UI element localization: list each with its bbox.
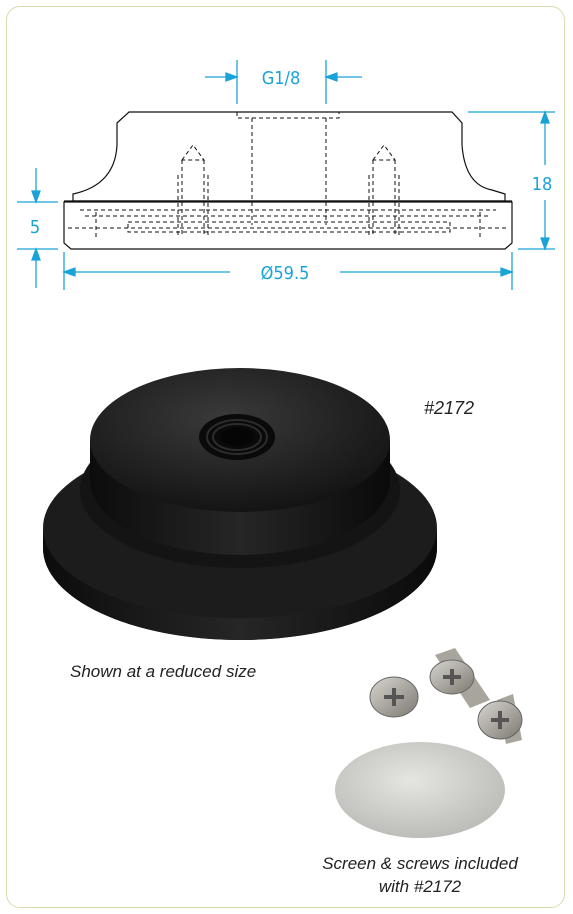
diameter-dimension-label: Ø59.5 [261,263,310,284]
screws [369,648,523,744]
height-dimension-label: 18 [532,174,553,195]
size-note: Shown at a reduced size [70,662,257,681]
thread-dimension-label: G1/8 [262,68,301,89]
mesh-screen [335,742,505,838]
part-number-label: #2172 [424,398,475,418]
hidden-lines [68,112,508,240]
base-height-dimension-label: 5 [30,217,40,238]
part-outline [63,111,513,250]
accessory-note-line2: with #2172 [378,877,462,896]
dimensions [17,60,555,290]
accessory-note-line1: Screen & screws included [322,854,518,873]
